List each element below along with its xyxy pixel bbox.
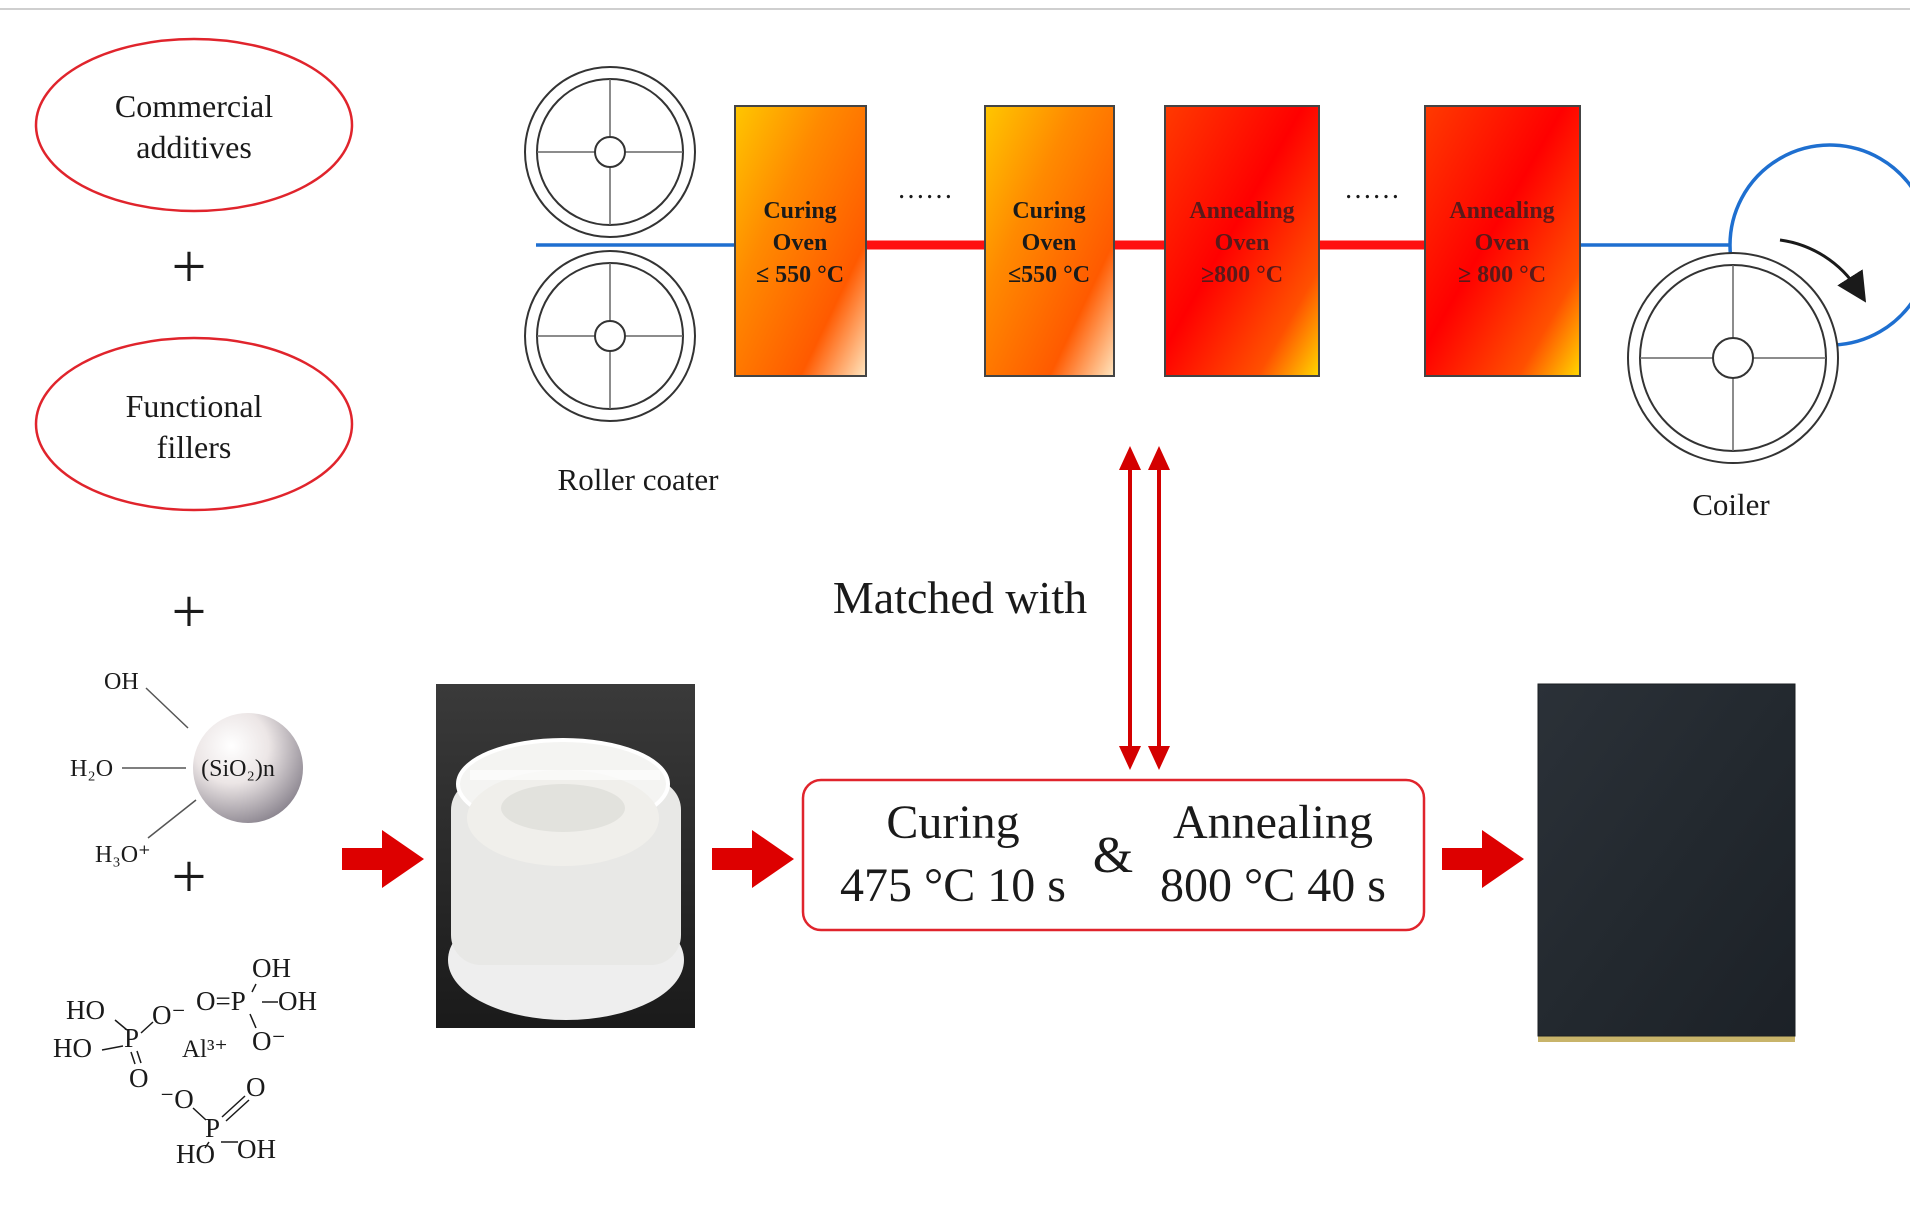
dots-2: …… xyxy=(1344,174,1400,205)
plus-sign-2: + xyxy=(172,578,207,646)
rotation-arrow-icon xyxy=(1779,238,1867,303)
ellipse-functional-fillers: Functional fillers xyxy=(34,336,354,512)
ampersand: & xyxy=(1093,827,1133,884)
oven-4-type: Oven xyxy=(1475,230,1530,256)
roller-coater-label: Roller coater xyxy=(558,462,720,497)
phosphate-oh-right: OH xyxy=(278,986,317,1016)
plus-sign-1: + xyxy=(172,233,207,301)
silica-sphere xyxy=(193,713,303,823)
oven-2-temp: ≤550 °C xyxy=(1008,262,1090,288)
phosphate-ho-1: HO xyxy=(66,995,105,1025)
oven-1-temp: ≤ 550 °C xyxy=(756,262,844,288)
matched-double-arrow xyxy=(1119,446,1170,770)
oven-1-type: Oven xyxy=(773,230,828,256)
process-parameters-box: Curing 475 °C 10 s & Annealing 800 °C 40… xyxy=(801,778,1426,932)
production-line: Roller coater Curing Oven ≤ 550 °C …… Cu… xyxy=(524,66,1910,522)
phosphate-oh-top: OH xyxy=(252,953,291,983)
oven-1-name: Curing xyxy=(763,198,836,224)
plus-sign-3: + xyxy=(172,843,207,911)
phosphate-oh-3: OH xyxy=(237,1134,276,1164)
phosphate-o-double-3: O xyxy=(246,1072,266,1102)
phosphate-o-minus-2: O⁻ xyxy=(252,1026,286,1056)
oven-3-name: Annealing xyxy=(1189,198,1294,224)
annealing-params: 800 °C 40 s xyxy=(1160,859,1386,912)
oven-2: Curing Oven ≤550 °C xyxy=(984,105,1115,377)
ellipse-commercial-additives: Commercial additives xyxy=(34,37,354,213)
roller-coater xyxy=(524,66,696,422)
oven-3-temp: ≥800 °C xyxy=(1201,262,1283,288)
phosphate-o-double-1: O xyxy=(129,1063,149,1093)
curing-params: 475 °C 10 s xyxy=(840,859,1066,912)
aluminium-phosphate-structure: HO HO P O⁻ O Al³⁺ OH O=P OH O⁻ ⁻O P O HO… xyxy=(53,953,317,1169)
silica-oh: OH xyxy=(104,669,139,695)
coiler-label: Coiler xyxy=(1692,487,1770,522)
silica-particle: OH H₂O H₃O⁺ (SiO₂)n xyxy=(70,669,303,868)
fillers-line-1: Functional xyxy=(126,388,263,424)
phosphate-ho-3: HO xyxy=(176,1139,215,1169)
oven-2-type: Oven xyxy=(1022,230,1077,256)
curing-title: Curing xyxy=(886,796,1019,849)
phosphate-p-3: P xyxy=(205,1113,220,1143)
phosphate-o-equals-p: O=P xyxy=(196,986,246,1016)
phosphate-o-minus-1: O⁻ xyxy=(152,1000,186,1030)
silica-core-label: (SiO₂)n xyxy=(201,756,275,782)
phosphate-p-1: P xyxy=(124,1023,139,1053)
dots-1: …… xyxy=(897,174,953,205)
silica-h2o: H₂O xyxy=(70,756,113,782)
silica-h3o: H₃O⁺ xyxy=(95,842,151,868)
annealing-title: Annealing xyxy=(1173,796,1373,849)
flow-arrow-2 xyxy=(712,830,794,888)
phosphate-al-ion: Al³⁺ xyxy=(182,1036,228,1063)
phosphate-o-minus-3: ⁻O xyxy=(160,1084,194,1114)
flow-arrow-3 xyxy=(1442,830,1524,888)
additives-line-2: additives xyxy=(136,129,252,165)
oven-3: Annealing Oven ≥800 °C xyxy=(1164,105,1320,377)
phosphate-ho-2: HO xyxy=(53,1033,92,1063)
oven-4: Annealing Oven ≥ 800 °C xyxy=(1424,105,1581,377)
matched-with-label: Matched with xyxy=(833,572,1087,623)
coiler xyxy=(1627,238,1867,464)
coated-sheet-photo xyxy=(1537,683,1796,1042)
oven-4-temp: ≥ 800 °C xyxy=(1458,262,1546,288)
additives-line-1: Commercial xyxy=(115,88,273,124)
flow-arrow-1 xyxy=(342,830,424,888)
oven-4-name: Annealing xyxy=(1449,198,1554,224)
oven-2-name: Curing xyxy=(1012,198,1085,224)
oven-1: Curing Oven ≤ 550 °C xyxy=(734,105,867,377)
coating-slurry-photo xyxy=(436,684,695,1028)
oven-3-type: Oven xyxy=(1215,230,1270,256)
fillers-line-2: fillers xyxy=(157,429,232,465)
